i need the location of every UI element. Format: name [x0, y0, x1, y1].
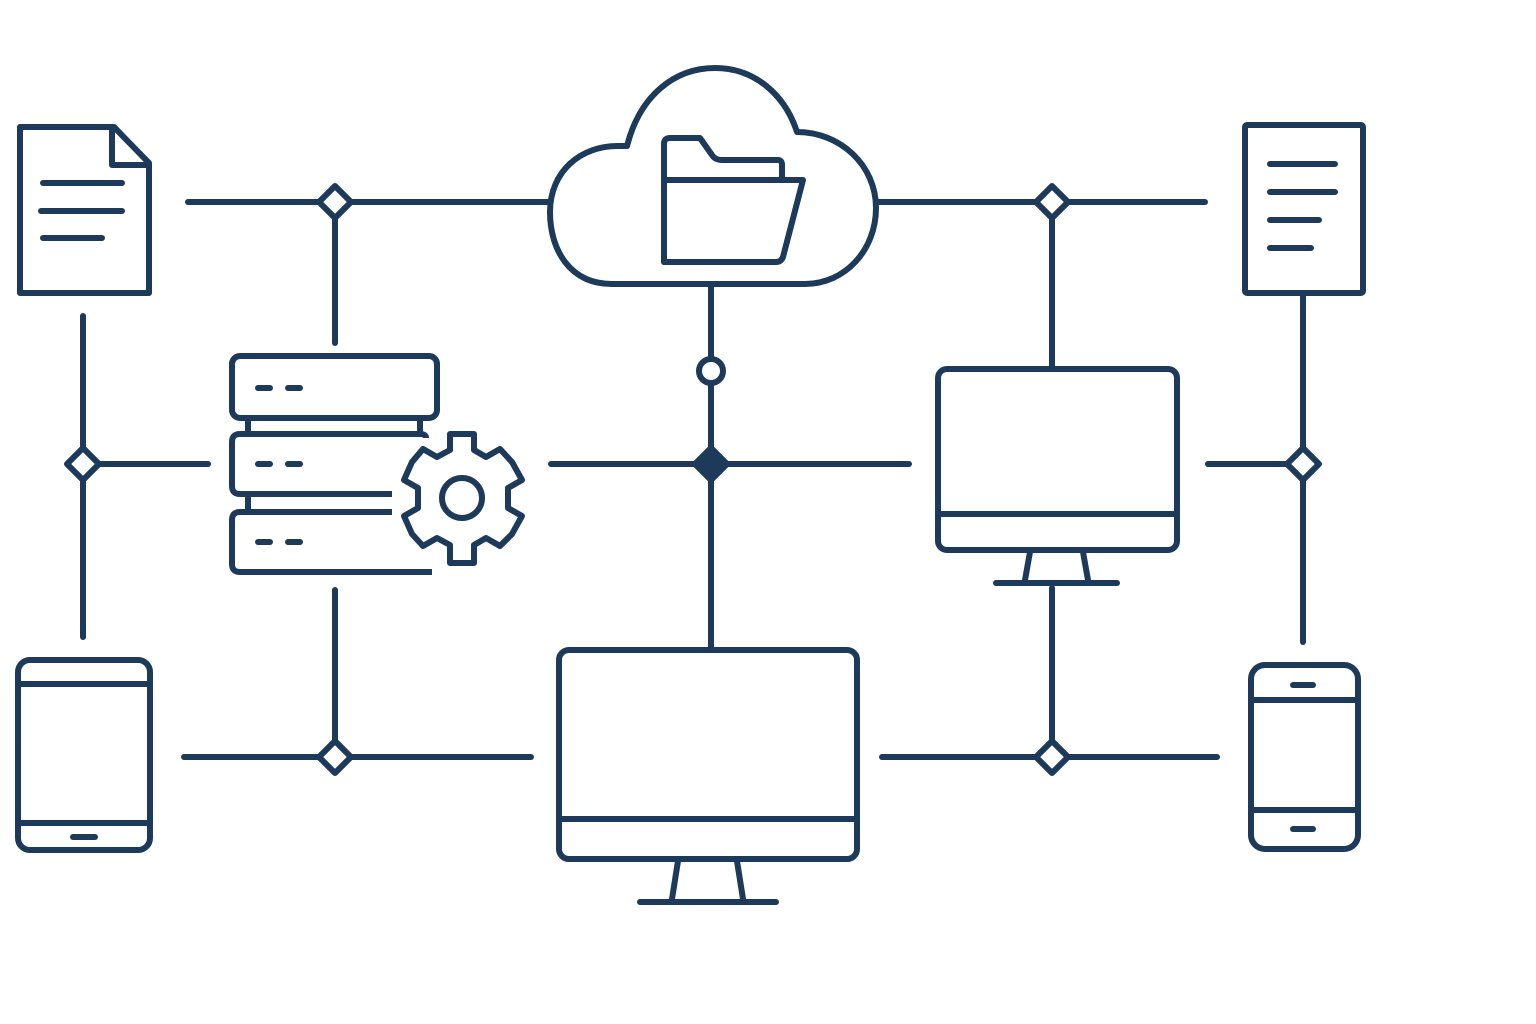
diamond-junction-icon — [1284, 445, 1322, 483]
circle-junction-icon — [696, 356, 726, 386]
diamond-junction-icon — [316, 183, 354, 221]
document-icon — [17, 124, 152, 296]
monitor-icon — [556, 647, 860, 905]
junctions — [64, 183, 1322, 776]
monitor-icon — [935, 366, 1180, 586]
tablet-icon — [15, 657, 153, 853]
diamond-junction-icon — [316, 738, 354, 776]
document-icon — [1242, 122, 1366, 296]
filled-diamond-junction-icon — [692, 445, 730, 483]
diamond-junction-icon — [1033, 183, 1071, 221]
diamond-junction-icon — [64, 445, 102, 483]
diamond-junction-icon — [1033, 738, 1071, 776]
server-gear-icon — [229, 353, 525, 575]
cloud-folder-icon — [547, 65, 879, 287]
phone-icon — [1248, 662, 1361, 852]
